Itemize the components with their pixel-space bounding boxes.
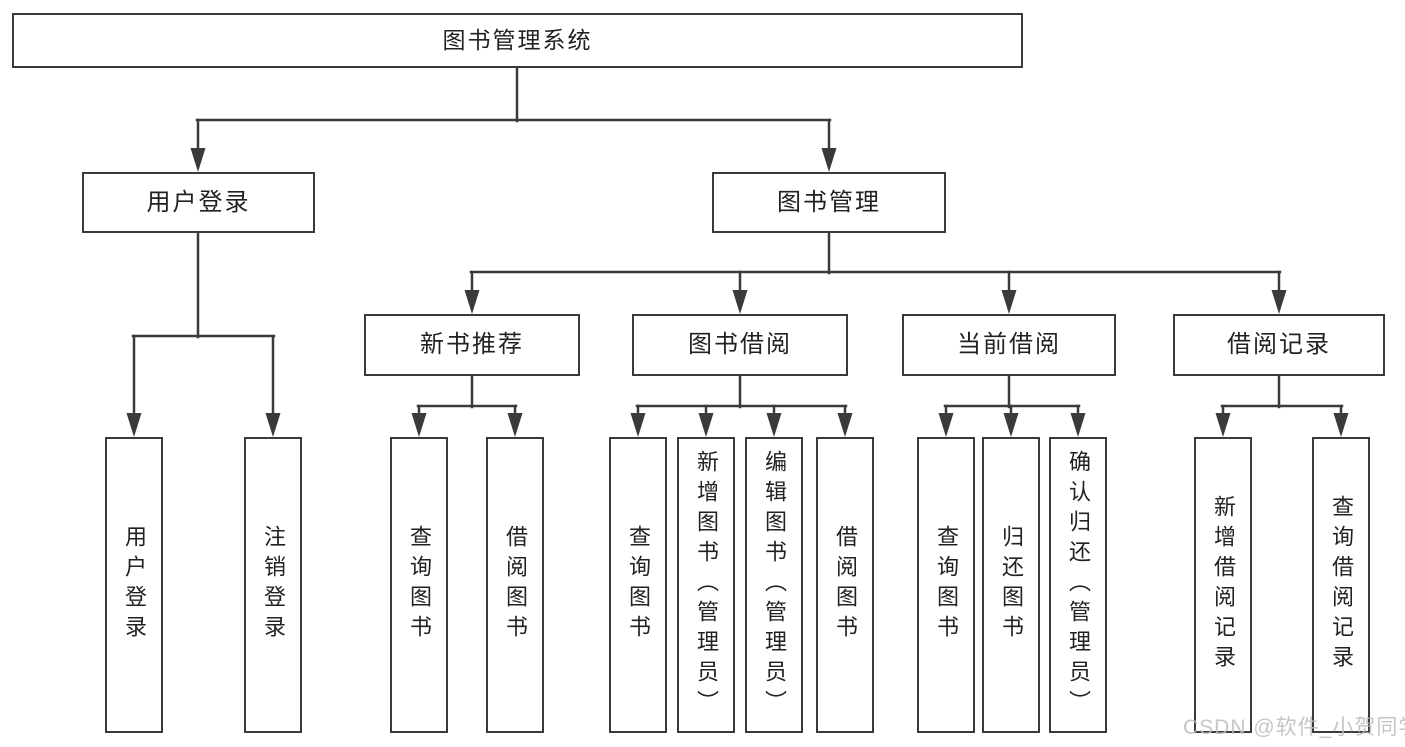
- leaf-add-book-admin: 新增图书（管理员）: [677, 437, 735, 733]
- node-borrow-records: 借阅记录: [1173, 314, 1385, 376]
- node-book-management: 图书管理: [712, 172, 946, 233]
- node-new-book-recommend: 新书推荐: [364, 314, 580, 376]
- leaf-current-query-books: 查询图书: [917, 437, 975, 733]
- node-book-borrow: 图书借阅: [632, 314, 848, 376]
- node-library-management-system: 图书管理系统: [12, 13, 1023, 68]
- node-user-login: 用户登录: [82, 172, 315, 233]
- leaf-borrow-query-books: 查询图书: [609, 437, 667, 733]
- leaf-query-borrow-record: 查询借阅记录: [1312, 437, 1370, 733]
- leaf-logout: 注销登录: [244, 437, 302, 733]
- leaf-user-login: 用户登录: [105, 437, 163, 733]
- leaf-return-book: 归还图书: [982, 437, 1040, 733]
- leaf-confirm-return-admin: 确认归还（管理员）: [1049, 437, 1107, 733]
- leaf-borrow-books: 借阅图书: [816, 437, 874, 733]
- leaf-recommend-query-books: 查询图书: [390, 437, 448, 733]
- node-current-borrow: 当前借阅: [902, 314, 1116, 376]
- leaf-add-borrow-record: 新增借阅记录: [1194, 437, 1252, 733]
- leaf-recommend-borrow-books: 借阅图书: [486, 437, 544, 733]
- leaf-edit-book-admin: 编辑图书（管理员）: [745, 437, 803, 733]
